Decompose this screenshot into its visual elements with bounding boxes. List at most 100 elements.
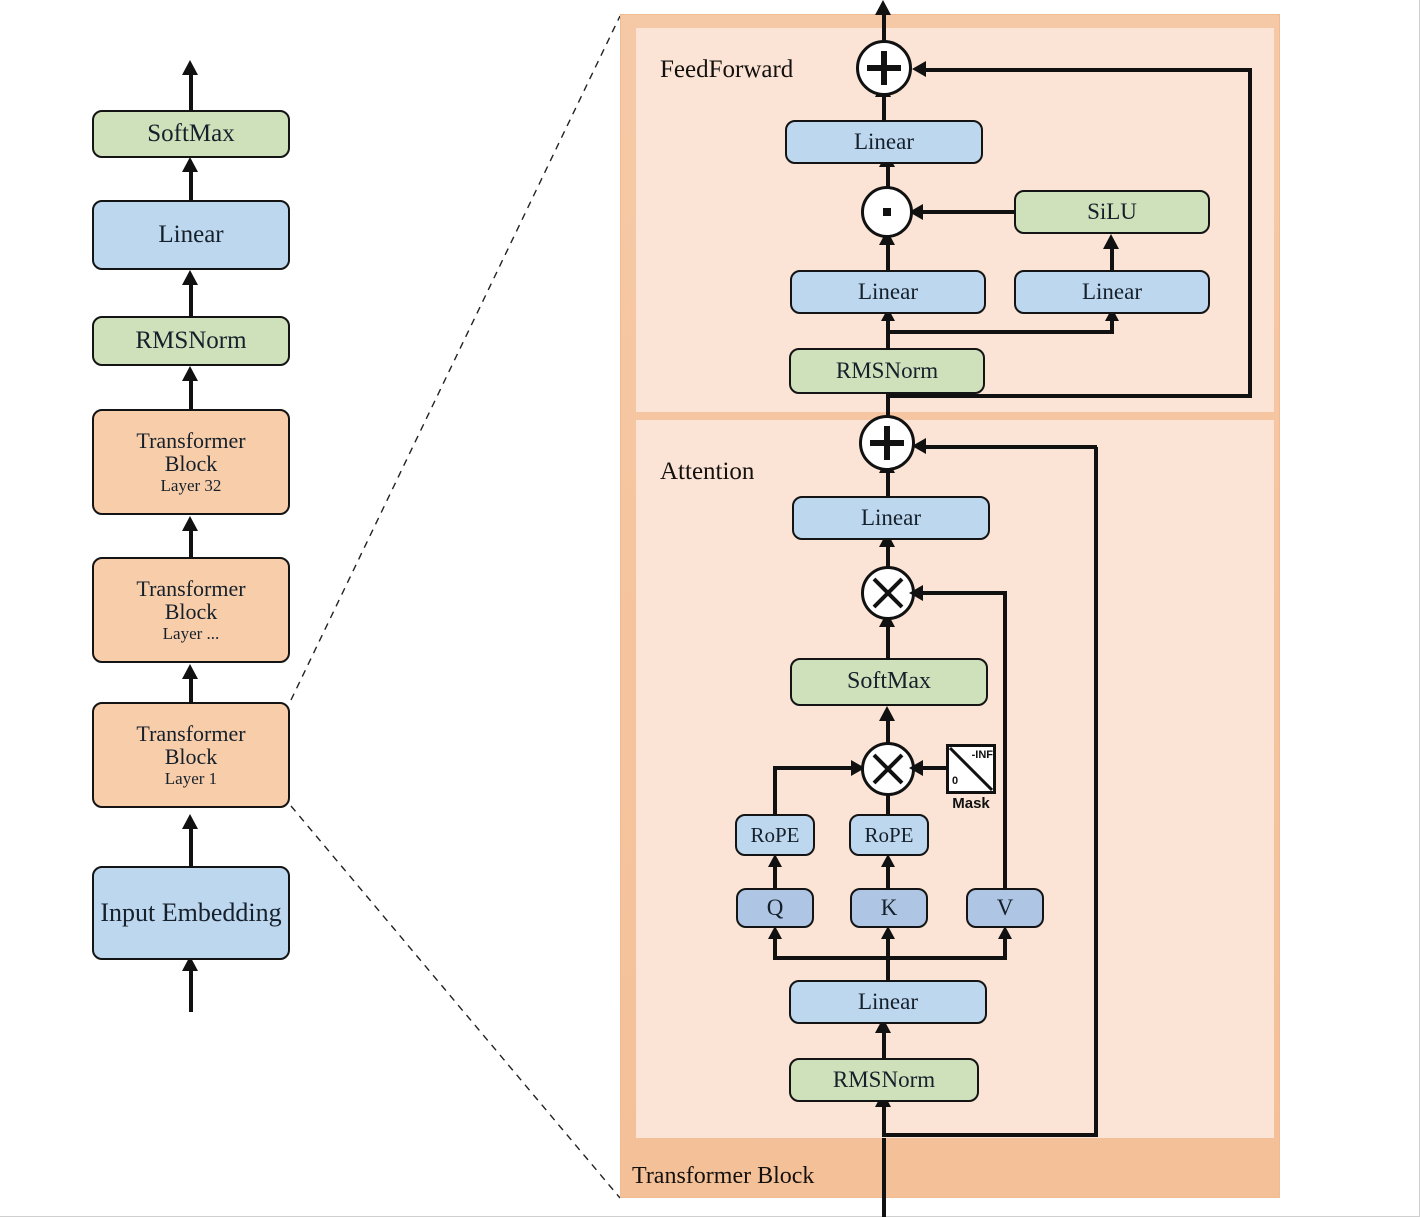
edge-uplinear-to-silu-arrowhead [1103,234,1119,249]
node-rope-k[interactable]: RoPE [849,814,929,856]
edge-matmul-to-softmax [886,714,890,744]
edge-silu-to-mult [921,210,1015,214]
node-input-embedding[interactable]: Input Embedding [92,866,290,960]
edge-block1-to-blockdots-arrowhead [182,664,198,679]
edge-k-to-rope [886,864,890,890]
op-attention-residual-add[interactable] [859,415,915,471]
edge-ff-bus-to-gate [886,316,890,332]
node-feedforward-up-linear[interactable]: Linear [1014,270,1210,314]
node-sublabel: Layer ... [162,624,220,644]
edge-ff-bus-to-up [1110,316,1114,332]
node-label: V [996,894,1014,920]
node-k[interactable]: K [850,888,928,928]
stack-output-arrowhead [182,60,198,75]
edge-linear-to-softmax-arrowhead [182,157,198,172]
node-sublabel: Layer 1 [164,769,218,789]
node-feedforward-silu[interactable]: SiLU [1014,190,1210,234]
detail-panel-outer-label: Transformer Block [632,1163,815,1189]
attention-residual-arrowhead [912,438,926,454]
node-attention-qkv-linear[interactable]: Linear [789,980,987,1024]
qkv-bus-rail [773,956,1007,960]
node-label: Linear [1081,278,1142,304]
edge-v-arrowhead [909,585,923,601]
edge-rmsnorm-to-linear [189,278,193,318]
edge-rmsnorm-to-linear-arrowhead [182,270,198,285]
edge-blockdots-to-block32-arrowhead [182,516,198,531]
edge-mask-to-matmul [921,766,947,770]
edge-uplinear-to-silu [1110,242,1114,272]
edge-ropek-to-matmul [886,790,890,816]
feedforward-residual-arrowhead [912,61,926,77]
mask-upper-value: -INF [971,749,993,761]
node-label: Transformer Block [136,720,246,769]
op-feedforward-residual-add[interactable] [856,40,912,96]
node-linear-head[interactable]: Linear [92,200,290,270]
node-label: RoPE [750,822,800,847]
feedforward-residual-riser [1248,70,1252,396]
node-label: K [880,894,898,920]
edge-ff-linear-to-add [882,90,886,122]
attention-input-line [882,1138,886,1217]
edge-k-to-rope-arrowhead [881,854,895,867]
node-transformer-block-layer-1[interactable]: Transformer Block Layer 1 [92,702,290,808]
ff-bus-rail [886,330,1114,334]
edge-ropeq-riser [773,768,777,816]
op-matmul-v[interactable] [861,566,915,620]
edge-bus-to-v-arrowhead [998,926,1012,939]
node-rope-q[interactable]: RoPE [735,814,815,856]
node-attention-rmsnorm[interactable]: RMSNorm [789,1058,979,1102]
mask-lower-value: 0 [952,775,959,787]
edge-ropeq-into-matmul [773,766,853,770]
node-sublabel: Layer 32 [160,476,222,496]
edge-mask-arrowhead [909,760,923,776]
edge-bus-to-v [1003,936,1007,958]
node-rmsnorm-final[interactable]: RMSNorm [92,316,290,366]
edge-block32-to-rmsnorm [189,374,193,410]
feedforward-residual-into-add [925,68,1252,72]
edge-q-to-rope [773,864,777,890]
feedforward-residual-tap [886,394,1252,398]
node-label: Input Embedding [100,898,282,928]
node-feedforward-output-linear[interactable]: Linear [785,120,983,164]
edge-matmulv-to-linear [886,540,890,568]
node-v[interactable]: V [966,888,1044,928]
edge-matmul-to-softmax-arrowhead [879,706,895,721]
node-label: RMSNorm [832,1066,936,1092]
matmul-icon [872,577,904,609]
node-label: Linear [857,278,918,304]
op-matmul-qk[interactable] [861,742,915,796]
edge-block32-to-rmsnorm-arrowhead [182,366,198,381]
node-softmax-head[interactable]: SoftMax [92,110,290,158]
attention-label: Attention [660,458,755,485]
attention-residual-riser [1094,447,1098,1137]
edge-attn-linear-to-add [886,466,890,498]
mask-glyph[interactable]: -INF 0 [946,744,996,794]
node-attention-softmax[interactable]: SoftMax [790,658,988,706]
dot-product-icon [883,208,891,216]
edge-bus-to-q-arrowhead [768,926,782,939]
node-q[interactable]: Q [736,888,814,928]
node-transformer-block-layer-32[interactable]: Transformer Block Layer 32 [92,409,290,515]
node-attention-output-linear[interactable]: Linear [792,496,990,540]
detail-block-output-line [882,8,886,42]
node-label: Transformer Block [136,575,246,624]
node-label: Linear [158,220,224,248]
edge-gatelinear-to-mult [886,238,890,272]
node-transformer-block-layer-dots[interactable]: Transformer Block Layer ... [92,557,290,663]
qkv-bus-stem [886,958,890,982]
stack-output-line [189,68,193,110]
edge-embedding-to-block1-arrowhead [182,814,198,829]
edge-q-to-rope-arrowhead [768,854,782,867]
edge-v-into-matmul [921,591,1007,595]
op-elementwise-multiply[interactable] [861,186,913,238]
node-label: SoftMax [147,119,235,147]
ff-bus-stem [886,332,890,350]
mask-caption: Mask [952,795,990,812]
node-feedforward-gate-linear[interactable]: Linear [790,270,986,314]
edge-embedding-to-block1 [189,822,193,868]
node-feedforward-rmsnorm[interactable]: RMSNorm [789,348,985,394]
node-label: SiLU [1087,198,1137,224]
mask-diagonal-icon [949,747,993,791]
edge-input-to-attn-rmsnorm [882,1100,886,1136]
